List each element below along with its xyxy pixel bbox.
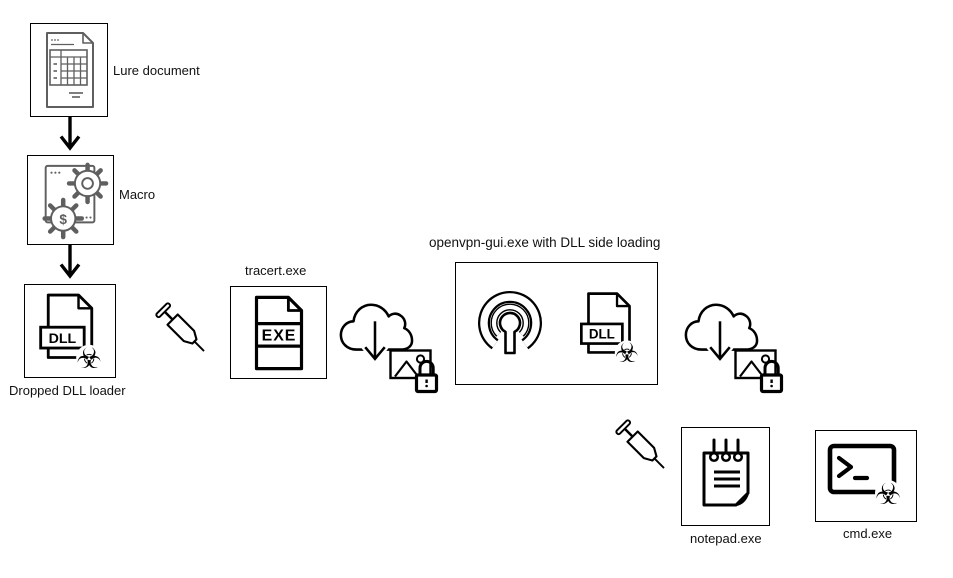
binder-rings-icon	[708, 438, 743, 462]
encrypted-image-lock-icon	[734, 349, 784, 394]
dll-badge: DLL	[49, 331, 77, 347]
cmd-label: cmd.exe	[843, 526, 893, 541]
tracert-label: tracert.exe	[245, 263, 307, 278]
dll-badge: DLL	[589, 327, 615, 342]
syringe-icon	[155, 302, 205, 352]
macro-gears-icon: $	[41, 162, 108, 240]
node-cmd: ☣	[815, 430, 917, 522]
down-arrow-icon	[59, 117, 81, 151]
dll-file-biohazard-icon: DLL ☣	[580, 292, 639, 365]
terminal-biohazard-icon: ☣	[827, 443, 901, 510]
node-lure-document	[30, 23, 108, 117]
cloud-download-icon	[684, 303, 759, 365]
dollar-gear-icon: $	[41, 197, 84, 240]
node-dll-loader: DLL ☣	[24, 284, 116, 378]
down-arrow-icon	[59, 245, 81, 279]
node-macro: $	[27, 155, 114, 245]
dll-file-biohazard-icon: DLL ☣	[39, 293, 102, 371]
lock-icon	[414, 359, 439, 394]
biohazard-backdrop	[76, 344, 102, 371]
exe-file-icon: EXE	[254, 295, 303, 370]
macro-label: Macro	[119, 187, 156, 202]
terminal-prompt-icon	[836, 455, 870, 481]
lock-icon	[759, 359, 784, 394]
cloud-download-icon	[339, 303, 414, 365]
node-openvpn: DLL ☣	[455, 262, 658, 385]
encrypted-image-lock-icon	[389, 349, 439, 394]
notepad-label: notepad.exe	[690, 531, 762, 546]
exe-badge: EXE	[261, 327, 296, 344]
openvpn-logo-icon	[478, 291, 542, 355]
biohazard-icon: ☣	[875, 477, 901, 510]
biohazard-backdrop	[875, 480, 901, 506]
lure-document-label: Lure document	[113, 63, 200, 78]
biohazard-icon: ☣	[76, 342, 101, 371]
node-tracert: EXE	[230, 286, 327, 379]
dollar-glyph: $	[59, 212, 67, 227]
spreadsheet-document-icon	[46, 32, 94, 108]
dll-loader-label: Dropped DLL loader	[9, 383, 126, 398]
openvpn-title: openvpn-gui.exe with DLL side loading	[429, 235, 661, 250]
gear-icon	[66, 162, 108, 205]
syringe-icon	[615, 419, 665, 469]
notepad-icon	[702, 438, 749, 506]
biohazard-backdrop	[614, 340, 639, 365]
biohazard-icon: ☣	[615, 338, 639, 365]
node-notepad	[681, 427, 770, 526]
